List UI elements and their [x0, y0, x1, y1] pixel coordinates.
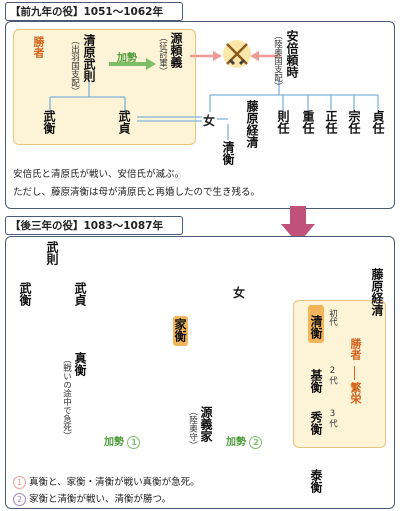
winner-divider — [354, 366, 355, 380]
motohira: 基衡 — [309, 369, 323, 393]
kiyohira-2: 清衡 — [309, 315, 323, 339]
kasei-label-2a: 加勢 1 — [104, 433, 143, 449]
takehira-2: 武衡 — [18, 282, 32, 306]
abe-child-1: 重任 — [301, 110, 315, 134]
shodai-label: 初代 — [327, 309, 338, 326]
abe-yoritoki-note: （陸奥国支配） — [272, 31, 283, 91]
kiyohira-tag — [308, 305, 324, 343]
abe-child-2: 正任 — [324, 110, 338, 134]
takesada-2: 武貞 — [73, 282, 87, 306]
takenori-2: 武則 — [45, 241, 59, 265]
kasei-arrow-head-1 — [146, 58, 156, 70]
section1-title: 【前九年の役】1051〜1062年 — [5, 2, 183, 21]
kasei-label-1: 加勢 — [117, 53, 137, 64]
prosperity-label: 繁栄 — [349, 382, 362, 404]
fujiwara-tsunekiyo-2: 藤原経清 — [370, 268, 384, 316]
iehira: 家衡 — [173, 318, 187, 342]
abe-child-3: 宗任 — [347, 110, 361, 134]
winner-label-2: 勝者 — [349, 338, 362, 360]
down-arrow-icon — [281, 206, 315, 244]
crossed-swords-icon — [223, 40, 251, 68]
hidehira: 秀衡 — [309, 411, 323, 435]
section2-title: 【後三年の役】1083〜1087年 — [5, 216, 183, 235]
winner-label-1: 勝者 — [32, 36, 45, 58]
kiyohara-takenori: 清原武則 — [82, 34, 96, 82]
minamoto-yoshiie-note: （陸奥守） — [187, 407, 198, 450]
abe-child-0: 則任 — [276, 110, 290, 134]
abe-yoritoki: 安倍頼時 — [285, 30, 299, 78]
kasei-num-1: 1 — [127, 435, 141, 449]
section1-note-1: ただし、藤原清衡は母が清原氏と再婚したので生き残る。 — [13, 187, 261, 198]
winner-box-2 — [293, 300, 386, 448]
kasei-num-2: 2 — [249, 435, 263, 449]
winner-box-1 — [13, 29, 196, 145]
iehira-tag — [173, 316, 188, 346]
minamoto-yoshiie: 源義家 — [199, 406, 213, 442]
minamoto-yoriyoshi-note: （征討軍） — [157, 33, 168, 76]
kasei-label-2b: 加勢 2 — [226, 433, 265, 449]
note-num-2: 2 — [13, 493, 26, 506]
sandai-label: 3代 — [327, 409, 338, 428]
note-num-1: 1 — [13, 476, 26, 489]
section1-note-0: 安倍氏と清原氏が戦い、安倍氏が滅ぶ。 — [13, 169, 185, 180]
fujiwara-tsunekiyo-1: 藤原経清 — [245, 100, 259, 148]
takesada-1: 武貞 — [117, 110, 131, 134]
yasuhira: 泰衡 — [309, 469, 323, 493]
abe-child-4: 貞任 — [371, 110, 385, 134]
kiyohara-takenori-note: （出羽国支配） — [69, 36, 80, 96]
sanehira-note: （戦いの途中で急死） — [61, 355, 72, 440]
minamoto-yoriyoshi: 源頼義 — [169, 32, 183, 68]
takehira-1: 武衡 — [42, 110, 56, 134]
sanehira: 真衡 — [73, 352, 87, 376]
onna-1: 女 — [203, 114, 216, 128]
kiyohira-1: 清衡 — [221, 141, 235, 165]
onna-2: 女 — [233, 286, 246, 300]
nidai-label: 2代 — [327, 366, 338, 385]
